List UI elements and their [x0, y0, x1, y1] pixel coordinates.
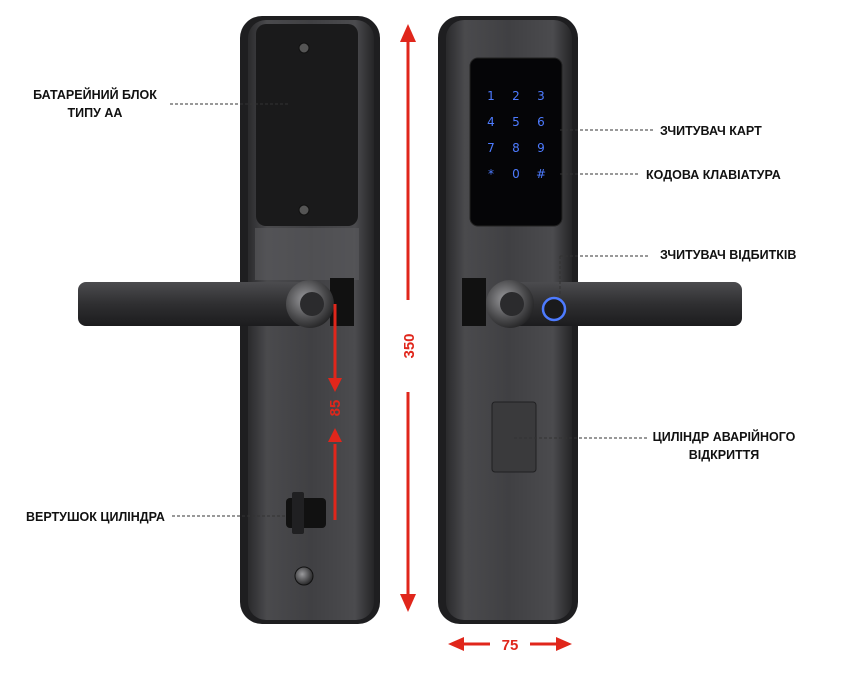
lever-handle	[78, 282, 306, 326]
height-dimension: 350	[401, 333, 418, 358]
cylinder-turn-label: ВЕРТУШОК ЦИЛІНДРА	[26, 510, 165, 524]
battery-label-line2: ТИПУ АА	[67, 106, 123, 120]
screw-icon	[298, 204, 310, 216]
keypad-key: 7	[487, 141, 495, 155]
keypad-label: КОДОВА КЛАВІАТУРА	[646, 168, 781, 182]
keypad-key: 0	[512, 167, 520, 181]
keypad-key: #	[536, 167, 546, 181]
battery-cover	[256, 24, 358, 226]
keypad-key: 3	[537, 89, 545, 103]
lever-handle	[506, 282, 742, 326]
fingerprint-sensor-icon	[541, 296, 567, 322]
battery-label: БАТАРЕЙНИЙ БЛОК ТИПУ АА	[20, 86, 170, 122]
emergency-label-line2: ВІДКРИТТЯ	[688, 448, 760, 462]
emergency-label-line1: ЦИЛІНДР АВАРІЙНОГО	[652, 430, 796, 444]
keypad-key: 1	[487, 89, 495, 103]
keypad-key: 9	[537, 141, 545, 155]
back-panel-lock	[78, 16, 380, 624]
leader-lines	[170, 103, 655, 517]
screw-icon	[294, 566, 314, 586]
keypad-keys: 1 2 3 4 5 6 7 8 9 * 0 #	[487, 89, 546, 181]
keypad-key: 4	[487, 115, 495, 129]
keypad-key: *	[488, 167, 494, 181]
keypad-key: 8	[512, 141, 520, 155]
handle-offset-dimension: 85	[327, 400, 344, 417]
emergency-cylinder-label: ЦИЛІНДР АВАРІЙНОГО ВІДКРИТТЯ	[644, 428, 804, 464]
keypad-screen	[469, 57, 563, 227]
width-dimension: 75	[502, 637, 519, 654]
keypad-key: 5	[512, 115, 520, 129]
screw-icon	[298, 42, 310, 54]
card-reader-label: ЗЧИТУВАЧ КАРТ	[660, 124, 762, 138]
front-panel-lock	[438, 16, 742, 624]
dimension-arrows	[328, 24, 572, 651]
battery-label-line1: БАТАРЕЙНИЙ БЛОК	[33, 88, 157, 102]
emergency-cylinder-cover	[491, 401, 537, 473]
keypad-key: 2	[512, 89, 520, 103]
fingerprint-label: ЗЧИТУВАЧ ВІДБИТКІВ	[660, 248, 797, 262]
keypad-key: 6	[537, 115, 545, 129]
